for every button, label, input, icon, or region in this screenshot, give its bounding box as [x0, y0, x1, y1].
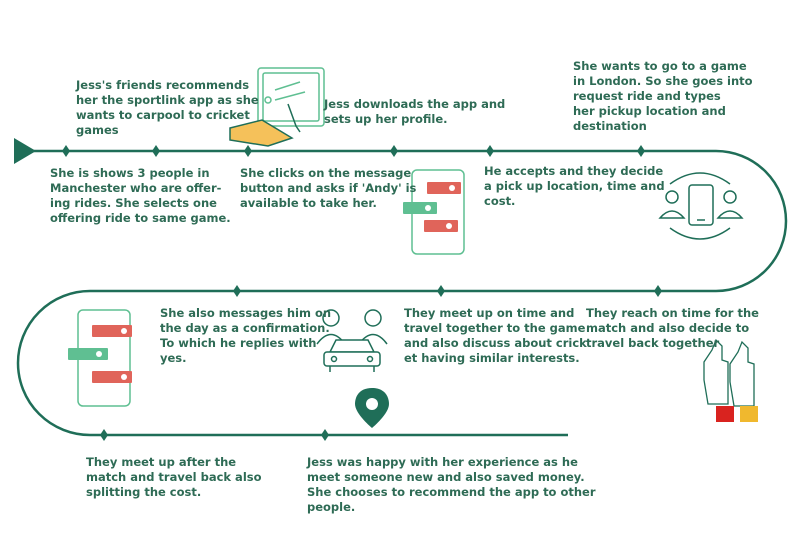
step-offers: She is shows 3 people in Manchester who … — [50, 166, 231, 225]
step-happy: Jess was happy with her experience as he… — [307, 455, 596, 514]
timeline-marker — [486, 145, 494, 157]
timeline-marker — [62, 145, 70, 157]
step-recommend: Jess's friends recommends her the sportl… — [76, 78, 259, 137]
start-arrow-icon — [14, 138, 36, 164]
step-accept: He accepts and they decide a pick up loc… — [484, 164, 665, 208]
chat-phone-icon — [403, 169, 465, 255]
timeline-marker — [654, 285, 662, 297]
chat-phone-icon — [68, 309, 132, 407]
thumbs-up-icon — [703, 338, 758, 422]
timeline-marker — [152, 145, 160, 157]
timeline-markers — [62, 145, 662, 441]
location-pin-icon — [355, 388, 389, 428]
carpool-icon — [316, 309, 388, 372]
step-download: Jess downloads the app and sets up her p… — [324, 97, 506, 126]
step-request-ride: She wants to go to a game in London. So … — [573, 59, 753, 133]
step-message: She clicks on the message button and ask… — [240, 166, 417, 210]
user-exchange-icon — [658, 172, 744, 240]
step-travel-back: They meet up after the match and travel … — [86, 455, 262, 499]
timeline-marker — [637, 145, 645, 157]
timeline-marker — [321, 429, 329, 441]
step-reach: They reach on time for the match and als… — [586, 306, 759, 350]
step-confirm: She also messages him on the day as a co… — [160, 306, 332, 365]
step-meet-up: They meet up on time and travel together… — [404, 306, 587, 365]
timeline-marker — [100, 429, 108, 441]
timeline-marker — [437, 285, 445, 297]
timeline-marker — [390, 145, 398, 157]
timeline-marker — [244, 145, 252, 157]
timeline-path — [16, 149, 788, 437]
phone-tap-icon — [229, 67, 325, 147]
timeline-marker — [233, 285, 241, 297]
